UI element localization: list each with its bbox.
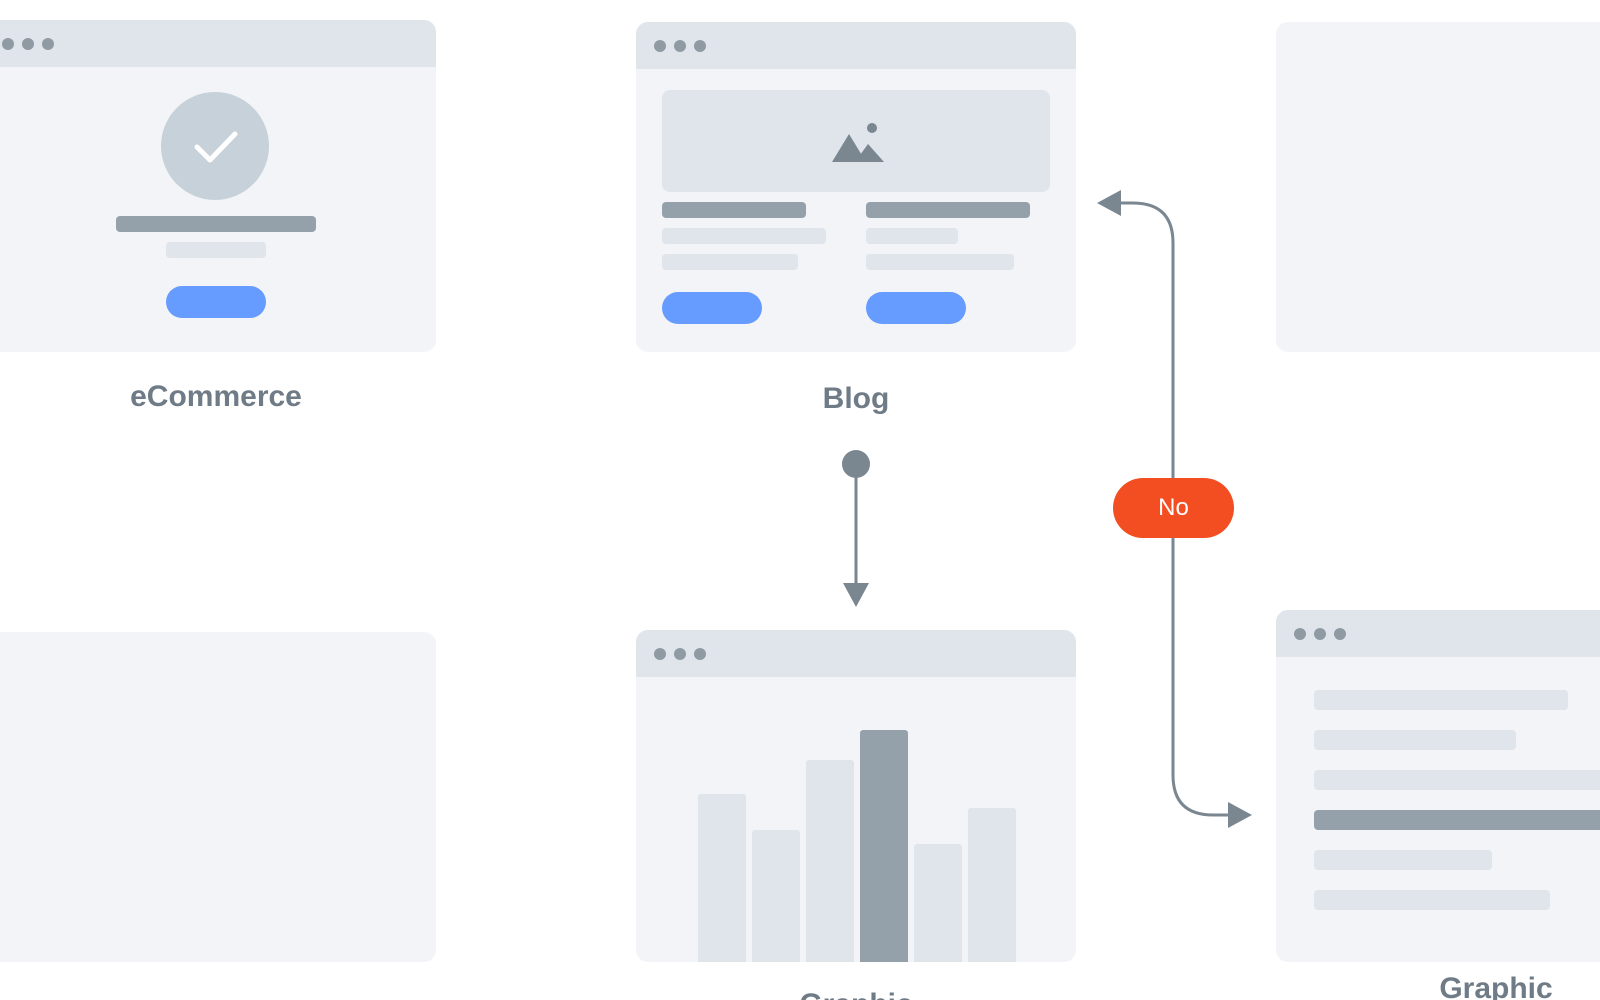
graphic-right-label: Graphic [1439,972,1553,1000]
blog-card[interactable] [636,22,1076,352]
connector-to-blog [1115,201,1175,490]
blog-label: Blog [822,382,890,415]
arrow-right-icon [1228,802,1252,828]
chart-column-placeholder [752,830,800,962]
line-placeholder [1314,690,1568,710]
decision-no-pill: No [1113,478,1234,538]
chart-column-placeholder [698,794,746,962]
window-dot [22,38,34,50]
empty-card[interactable] [1276,22,1600,352]
check-circle-icon [161,92,269,200]
window-dot [674,40,686,52]
window-titlebar [1276,610,1600,657]
window-dot [654,648,666,660]
read-more-button[interactable] [662,292,762,324]
window-dot [1334,628,1346,640]
window-titlebar [636,22,1076,69]
empty-card[interactable] [0,632,436,962]
window-dot [2,38,14,50]
action-button[interactable] [166,286,266,318]
post-text-placeholder [662,254,798,270]
window-titlebar [636,630,1076,677]
chart-column-placeholder [914,844,962,962]
post-title-placeholder [662,202,806,218]
post-title-placeholder [866,202,1030,218]
line-placeholder [1314,730,1516,750]
graphic-document-card[interactable] [1276,610,1600,962]
arrow-left-icon [1097,190,1121,216]
connector-to-graphic [1171,528,1233,817]
text-placeholder [166,242,266,258]
chart-column-placeholder [968,808,1016,962]
post-text-placeholder [866,254,1014,270]
line-highlight [1314,810,1600,830]
connector-start-dot [842,450,870,478]
chart-column-highlight [860,730,908,962]
heading-placeholder [116,216,316,232]
window-dot [1314,628,1326,640]
chart-column-placeholder [806,760,854,962]
ecommerce-label: eCommerce [130,380,302,413]
window-dot [654,40,666,52]
window-dot [694,648,706,660]
post-text-placeholder [866,228,958,244]
ecommerce-card[interactable] [0,20,436,352]
post-text-placeholder [662,228,826,244]
window-dot [42,38,54,50]
line-placeholder [1314,770,1600,790]
graphic-bottom-label: Graphic [706,988,1006,1000]
window-dot [674,648,686,660]
image-placeholder-icon [832,123,884,162]
window-titlebar [0,20,436,67]
line-placeholder [1314,850,1492,870]
image-placeholder [662,90,1050,192]
graphic-chart-card[interactable] [636,630,1076,962]
arrow-down-icon [843,583,869,607]
read-more-button[interactable] [866,292,966,324]
line-placeholder [1314,890,1550,910]
window-dot [694,40,706,52]
window-dot [1294,628,1306,640]
